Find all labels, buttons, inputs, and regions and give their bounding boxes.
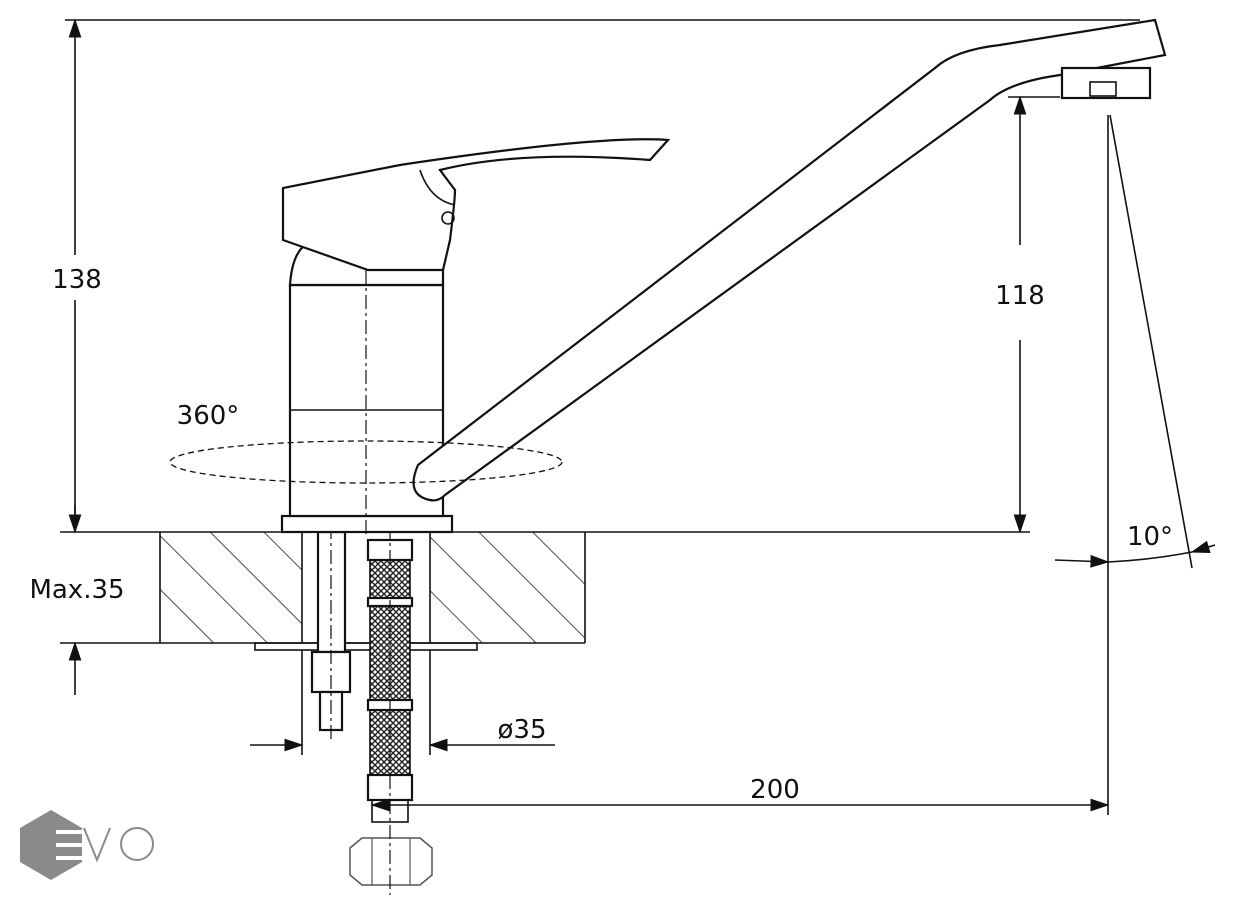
lever-handle: [281, 138, 671, 272]
angle-label: 10°: [1127, 522, 1173, 552]
countertop: [60, 531, 1030, 651]
evo-logo: [20, 810, 154, 880]
hole-diameter-label: ø35: [498, 715, 547, 745]
rotation-label: 360°: [177, 401, 240, 431]
rotation-ellipse: [169, 440, 563, 484]
mounting-stud: [310, 525, 352, 740]
countertop-max-label: Max.35: [29, 575, 124, 605]
reach-label: 200: [750, 775, 800, 805]
dimension-lines: [65, 18, 1216, 815]
supply-hose: [349, 525, 433, 895]
spout: [412, 18, 1167, 502]
height-label: 138: [52, 265, 102, 295]
spout-height-label: 118: [995, 281, 1045, 311]
